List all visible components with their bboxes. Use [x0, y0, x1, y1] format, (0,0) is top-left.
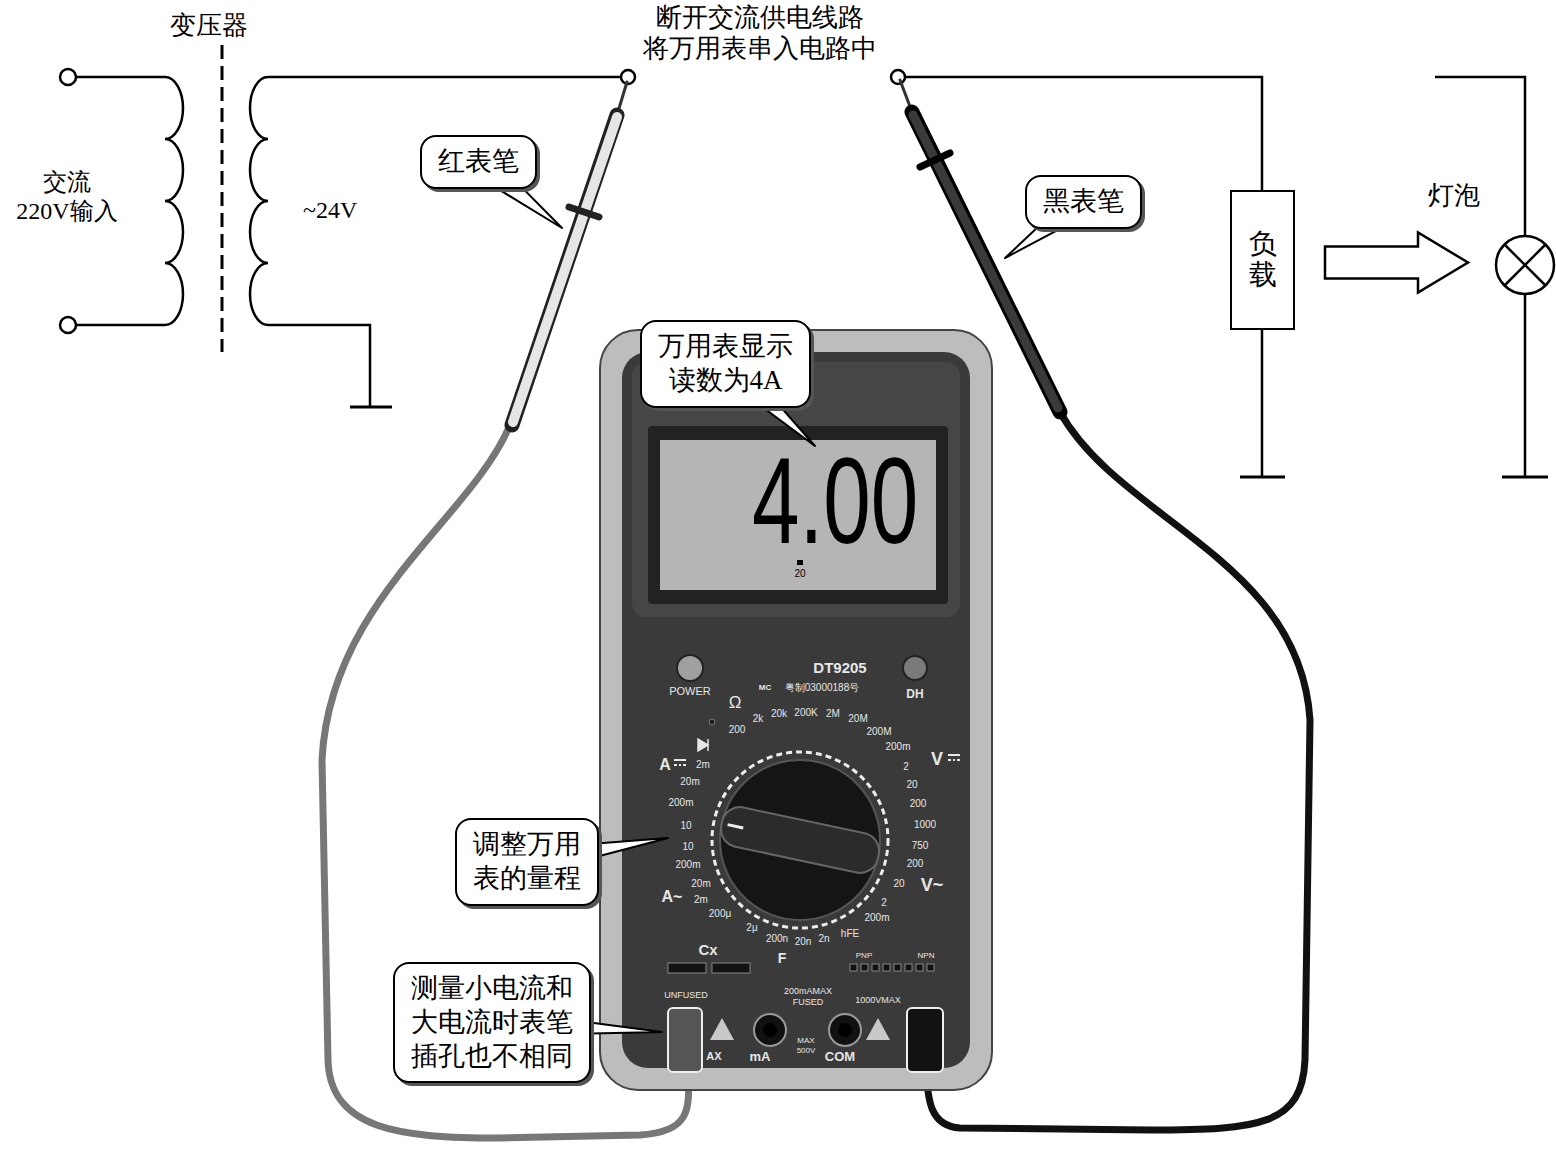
range-label: 200m: [675, 859, 700, 871]
jack-label: COM: [825, 1049, 855, 1065]
load-box: 负载: [1230, 190, 1295, 330]
range-label: 2μ: [746, 922, 757, 934]
range-label: 2M: [826, 708, 840, 720]
function-symbol: A: [659, 755, 671, 774]
function-symbol: A~: [662, 887, 683, 906]
lcd-reading: 4.00: [752, 440, 918, 562]
range-label: 10: [680, 820, 691, 832]
multimeter-body: [600, 330, 992, 1090]
node-text: 黑表笔: [1043, 185, 1124, 219]
range-label: 20: [893, 878, 904, 890]
callout-bubble: 万用表显示 读数为4A: [640, 320, 811, 408]
range-label: 20n: [795, 936, 812, 948]
title-note: 断开交流供电线路 将万用表串入电路中: [643, 2, 877, 64]
model-name: DT9205: [813, 659, 866, 677]
callout-bubble: 红表笔: [420, 135, 537, 189]
button-label: DH: [906, 687, 923, 701]
callout-bubble: 调整万用 表的量程: [455, 818, 599, 906]
range-label: hFE: [841, 928, 859, 940]
transformer-symbol: [60, 45, 905, 407]
range-label: 2n: [818, 933, 829, 945]
range-label: 20M: [848, 713, 867, 725]
node-text: 万用表显示 读数为4A: [658, 330, 793, 398]
function-symbol: Ω: [729, 693, 742, 713]
jack-label: AX: [706, 1050, 721, 1063]
license-text: 粤制03000188号: [785, 682, 860, 694]
node-text: 调整万用 表的量程: [473, 828, 581, 896]
lamp-circle: [1490, 230, 1556, 300]
test-leads: [322, 80, 1310, 1138]
callout-bubble: 黑表笔: [1025, 175, 1142, 229]
logo-mark: MC: [759, 683, 771, 693]
range-label: 200M: [866, 726, 891, 738]
block-arrow: [1325, 233, 1468, 293]
range-label: 200m: [864, 912, 889, 924]
range-label: 750: [912, 840, 929, 852]
range-label: 20m: [680, 776, 699, 788]
range-mark: 20: [794, 568, 805, 580]
range-label: 200K: [794, 707, 817, 719]
range-label: 200n: [766, 933, 788, 945]
range-label: 200μ: [709, 908, 731, 920]
jack-label: 200mAMAX: [784, 986, 832, 997]
range-label: 20: [906, 779, 917, 791]
range-label: 200: [907, 858, 924, 870]
node-text: 灯泡: [1428, 180, 1480, 211]
node-text: 负载: [1249, 229, 1277, 291]
range-label: 200: [729, 724, 746, 736]
jack-label: mA: [750, 1049, 771, 1065]
diagram-label: 变压器: [170, 10, 248, 41]
range-label: 200m: [885, 741, 910, 753]
socket-label: PNP: [856, 951, 872, 961]
callout-bubble: 测量小电流和 大电流时表笔 插孔也不相同: [393, 962, 591, 1083]
jack-label: UNFUSED: [664, 990, 708, 1001]
range-label: 2k: [753, 713, 764, 725]
range-label: 2: [881, 897, 887, 909]
range-label: 2: [903, 761, 909, 773]
jack-label: 1000VMAX: [855, 995, 901, 1006]
range-label: 200: [910, 798, 927, 810]
range-label: 200m: [668, 797, 693, 809]
range-label: 1000: [914, 819, 936, 831]
jack-label: MAX: [797, 1036, 814, 1046]
jack-label: 500V: [797, 1046, 816, 1056]
function-symbol: Cx: [698, 941, 717, 959]
button-label: POWER: [669, 685, 711, 698]
node-text: 红表笔: [438, 145, 519, 179]
node-text: 测量小电流和 大电流时表笔 插孔也不相同: [411, 972, 573, 1073]
voltage-label: ~24V: [303, 196, 357, 225]
jack-label: FUSED: [793, 997, 824, 1008]
range-label: 20m: [691, 878, 710, 890]
function-symbol: V~: [921, 875, 944, 897]
function-symbol: V: [931, 749, 943, 771]
socket-label: NPN: [918, 951, 935, 961]
range-label: 10: [682, 841, 693, 853]
function-symbol: F: [778, 950, 787, 967]
range-label: 2m: [694, 894, 708, 906]
range-label: 2m: [696, 759, 710, 771]
lamp-symbol: 灯泡: [1490, 230, 1556, 300]
input-label: 交流 220V输入: [16, 168, 117, 226]
load-wiring: [905, 77, 1548, 477]
range-label: 20k: [771, 708, 787, 720]
